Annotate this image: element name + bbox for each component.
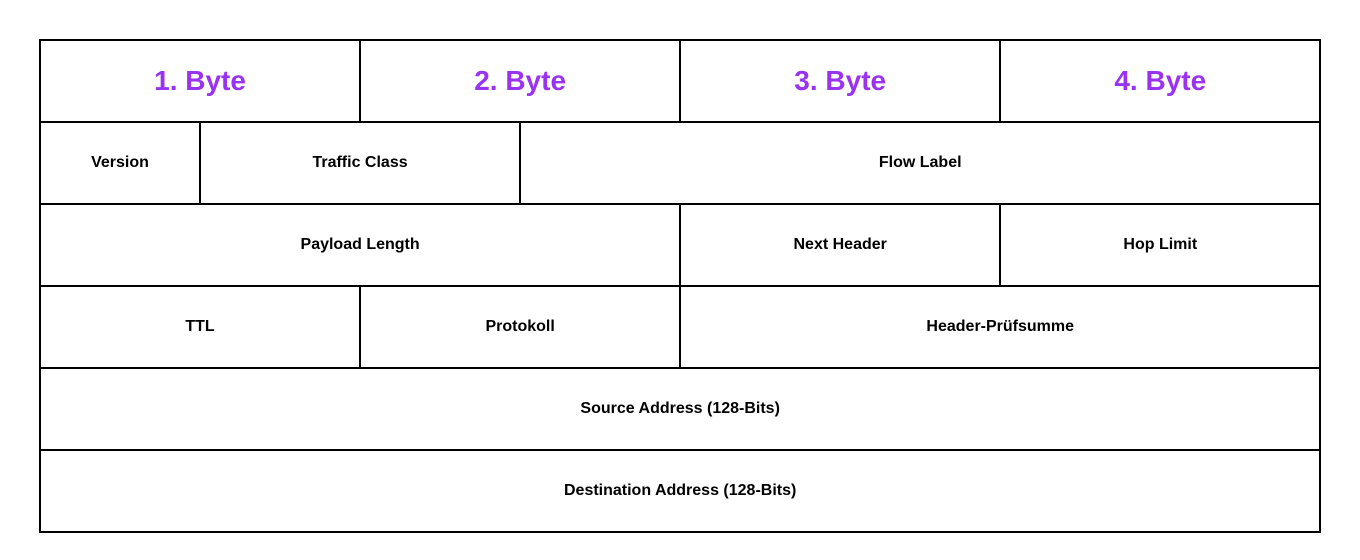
field-header-pruefsumme: Header-Prüfsumme [679, 285, 1322, 369]
protocol-header-table: 1. Byte 2. Byte 3. Byte 4. Byte Version … [38, 39, 1322, 533]
field-row-4: Source Address (128-Bits) [38, 367, 1322, 451]
field-destination-address: Destination Address (128-Bits) [38, 449, 1322, 533]
field-source-address: Source Address (128-Bits) [38, 367, 1322, 451]
byte-header-cell-2: 2. Byte [359, 39, 682, 123]
byte-header-cell-3: 3. Byte [679, 39, 1002, 123]
field-ttl: TTL [38, 285, 362, 369]
field-row-2: Payload Length Next Header Hop Limit [38, 203, 1322, 287]
byte-header-cell-1: 1. Byte [38, 39, 362, 123]
field-flow-label: Flow Label [519, 121, 1322, 205]
field-hop-limit: Hop Limit [999, 203, 1322, 287]
field-next-header: Next Header [679, 203, 1002, 287]
field-traffic-class: Traffic Class [198, 121, 522, 205]
field-protokoll: Protokoll [359, 285, 682, 369]
field-row-5: Destination Address (128-Bits) [38, 449, 1322, 533]
field-row-3: TTL Protokoll Header-Prüfsumme [38, 285, 1322, 369]
field-payload-length: Payload Length [38, 203, 682, 287]
byte-header-row: 1. Byte 2. Byte 3. Byte 4. Byte [38, 39, 1322, 123]
field-version: Version [39, 121, 201, 205]
byte-header-cell-4: 4. Byte [999, 39, 1322, 123]
field-row-1: Version Traffic Class Flow Label [39, 121, 1322, 205]
